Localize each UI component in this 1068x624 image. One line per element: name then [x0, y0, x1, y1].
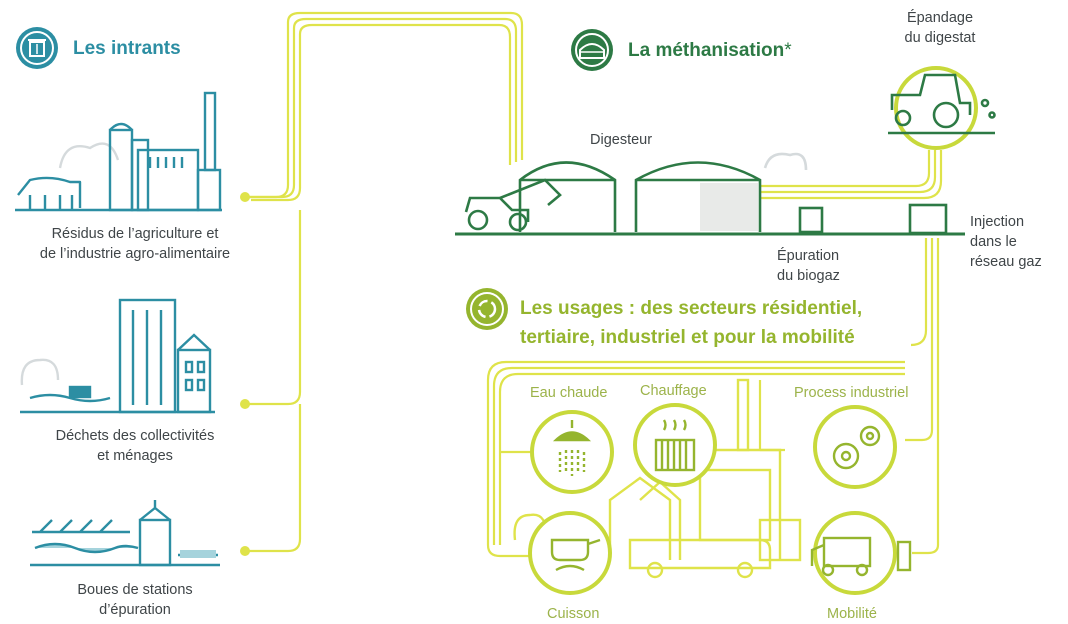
intrant-collectivites-line2: et ménages — [97, 448, 173, 464]
intrant-boues-line1: Boues de stations — [77, 582, 193, 598]
eau-chaude-label: Eau chaude — [530, 385, 608, 401]
methanisation-plant — [455, 152, 965, 236]
usage-circles — [528, 403, 897, 595]
methanisation-asterisk: * — [784, 40, 792, 61]
usages-title: Les usages : des secteurs résidentiel, t… — [520, 294, 862, 352]
usages-title-line1: Les usages : des secteurs résidentiel, — [520, 298, 863, 319]
cuisson-label: Cuisson — [547, 606, 600, 622]
epandage-label: Épandage du digestat — [885, 8, 995, 48]
epuration-line2: du biogaz — [777, 268, 840, 284]
injection-line2: dans le — [970, 234, 1017, 250]
usages-title-line2: tertiaire, industriel et pour la mobilit… — [520, 327, 855, 348]
injection-line3: réseau gaz — [970, 254, 1042, 270]
intrant-agriculture-line2: de l’industrie agro-alimentaire — [39, 246, 231, 262]
methanisation-title-text: La méthanisation — [628, 40, 785, 61]
epandage-illustration — [888, 66, 996, 150]
epuration-line1: Épuration — [777, 248, 840, 264]
digesteur-label: Digesteur — [590, 132, 653, 148]
intrant-collectivites-label: Déchets des collectivités et ménages — [20, 426, 250, 466]
pipe-dot — [240, 399, 250, 409]
chauffage-label: Chauffage — [640, 383, 707, 399]
intrants-title: Les intrants — [73, 38, 181, 59]
digester-icon — [571, 29, 613, 71]
intrant-boues-line2: d’épuration — [99, 602, 171, 618]
epandage-line2: du digestat — [904, 30, 976, 46]
collectivites-illustration — [20, 298, 215, 414]
injection-line1: Injection — [970, 214, 1025, 230]
station-epuration-illustration — [30, 500, 220, 567]
mobilite-label: Mobilité — [827, 606, 877, 622]
intrant-agriculture-line1: Résidus de l’agriculture et — [51, 226, 219, 242]
pipe-lines — [245, 11, 943, 558]
intrant-agriculture-label: Résidus de l’agriculture et de l’industr… — [20, 224, 250, 264]
epandage-line1: Épandage — [906, 10, 974, 26]
epuration-label: Épuration du biogaz — [777, 246, 840, 286]
cuisson-icon — [528, 511, 612, 595]
intrant-boues-label: Boues de stations d’épuration — [20, 580, 250, 620]
recycle-icon — [466, 288, 508, 330]
pipe-dot — [240, 546, 250, 556]
injection-label: Injection dans le réseau gaz — [970, 212, 1042, 272]
methanisation-title: La méthanisation* — [628, 39, 792, 63]
agriculture-industry-illustration — [15, 91, 222, 212]
intrant-collectivites-line1: Déchets des collectivités — [55, 428, 215, 444]
process-label: Process industriel — [794, 385, 909, 401]
pipe-dot — [240, 192, 250, 202]
mobilite-icon — [813, 511, 897, 595]
trash-icon — [16, 27, 58, 69]
